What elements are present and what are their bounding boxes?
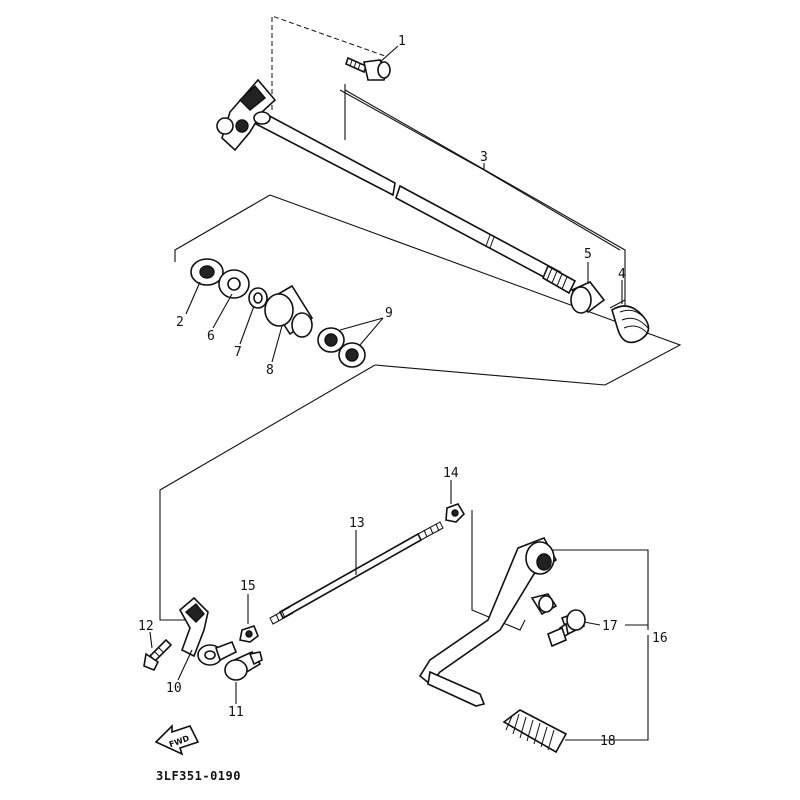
lower-assembly-outline [159, 364, 649, 741]
nut-part-15 [239, 625, 259, 643]
callout-6: 6 [207, 329, 215, 344]
nut-part-14 [445, 503, 466, 523]
callout-16: 16 [652, 631, 668, 646]
washer-part-2 [190, 258, 224, 286]
callout-15: 15 [240, 579, 256, 594]
spring-part-4 [609, 299, 650, 344]
shift-shaft [216, 78, 577, 295]
shift-arm-part-10 [178, 596, 238, 666]
collar-part-5 [570, 281, 606, 314]
callout-10: 10 [166, 681, 182, 696]
callout-11: 11 [228, 705, 244, 720]
callout-3: 3 [480, 150, 488, 165]
pivot-bolt-part-17 [547, 609, 586, 648]
callout-14: 14 [443, 466, 459, 481]
callout-9: 9 [385, 306, 393, 321]
callout-13: 13 [349, 516, 365, 531]
oil-seal-part-9a [317, 327, 345, 353]
callout-2: 2 [176, 315, 184, 330]
upper-assembly-outline [174, 15, 682, 386]
callout-12: 12 [138, 619, 154, 634]
joint-part-11 [224, 650, 263, 681]
bolt-part-1 [345, 56, 391, 81]
callout-numbers: 1 2 3 4 5 6 7 8 9 10 11 12 13 14 15 16 1… [138, 34, 668, 749]
oil-seal-part-9b [338, 342, 366, 368]
shift-rod-part-13 [269, 521, 444, 625]
washer-part-6 [218, 269, 250, 299]
callout-18: 18 [600, 734, 616, 749]
footrest-rubber-part-18 [502, 709, 568, 754]
callout-1: 1 [398, 34, 406, 49]
bolt-part-12 [143, 638, 173, 672]
leader-lines [149, 45, 648, 741]
callout-17: 17 [602, 619, 618, 634]
callout-5: 5 [584, 247, 592, 262]
callout-8: 8 [266, 363, 274, 378]
document-code: 3LF351-0190 [156, 769, 241, 783]
bushing-part-8 [264, 284, 314, 338]
circlip-part-7 [248, 287, 268, 309]
shift-pedal-part-16 [418, 537, 558, 707]
callout-7: 7 [234, 345, 242, 360]
callout-4: 4 [618, 267, 626, 282]
forward-arrow-icon: FWD [154, 724, 200, 756]
